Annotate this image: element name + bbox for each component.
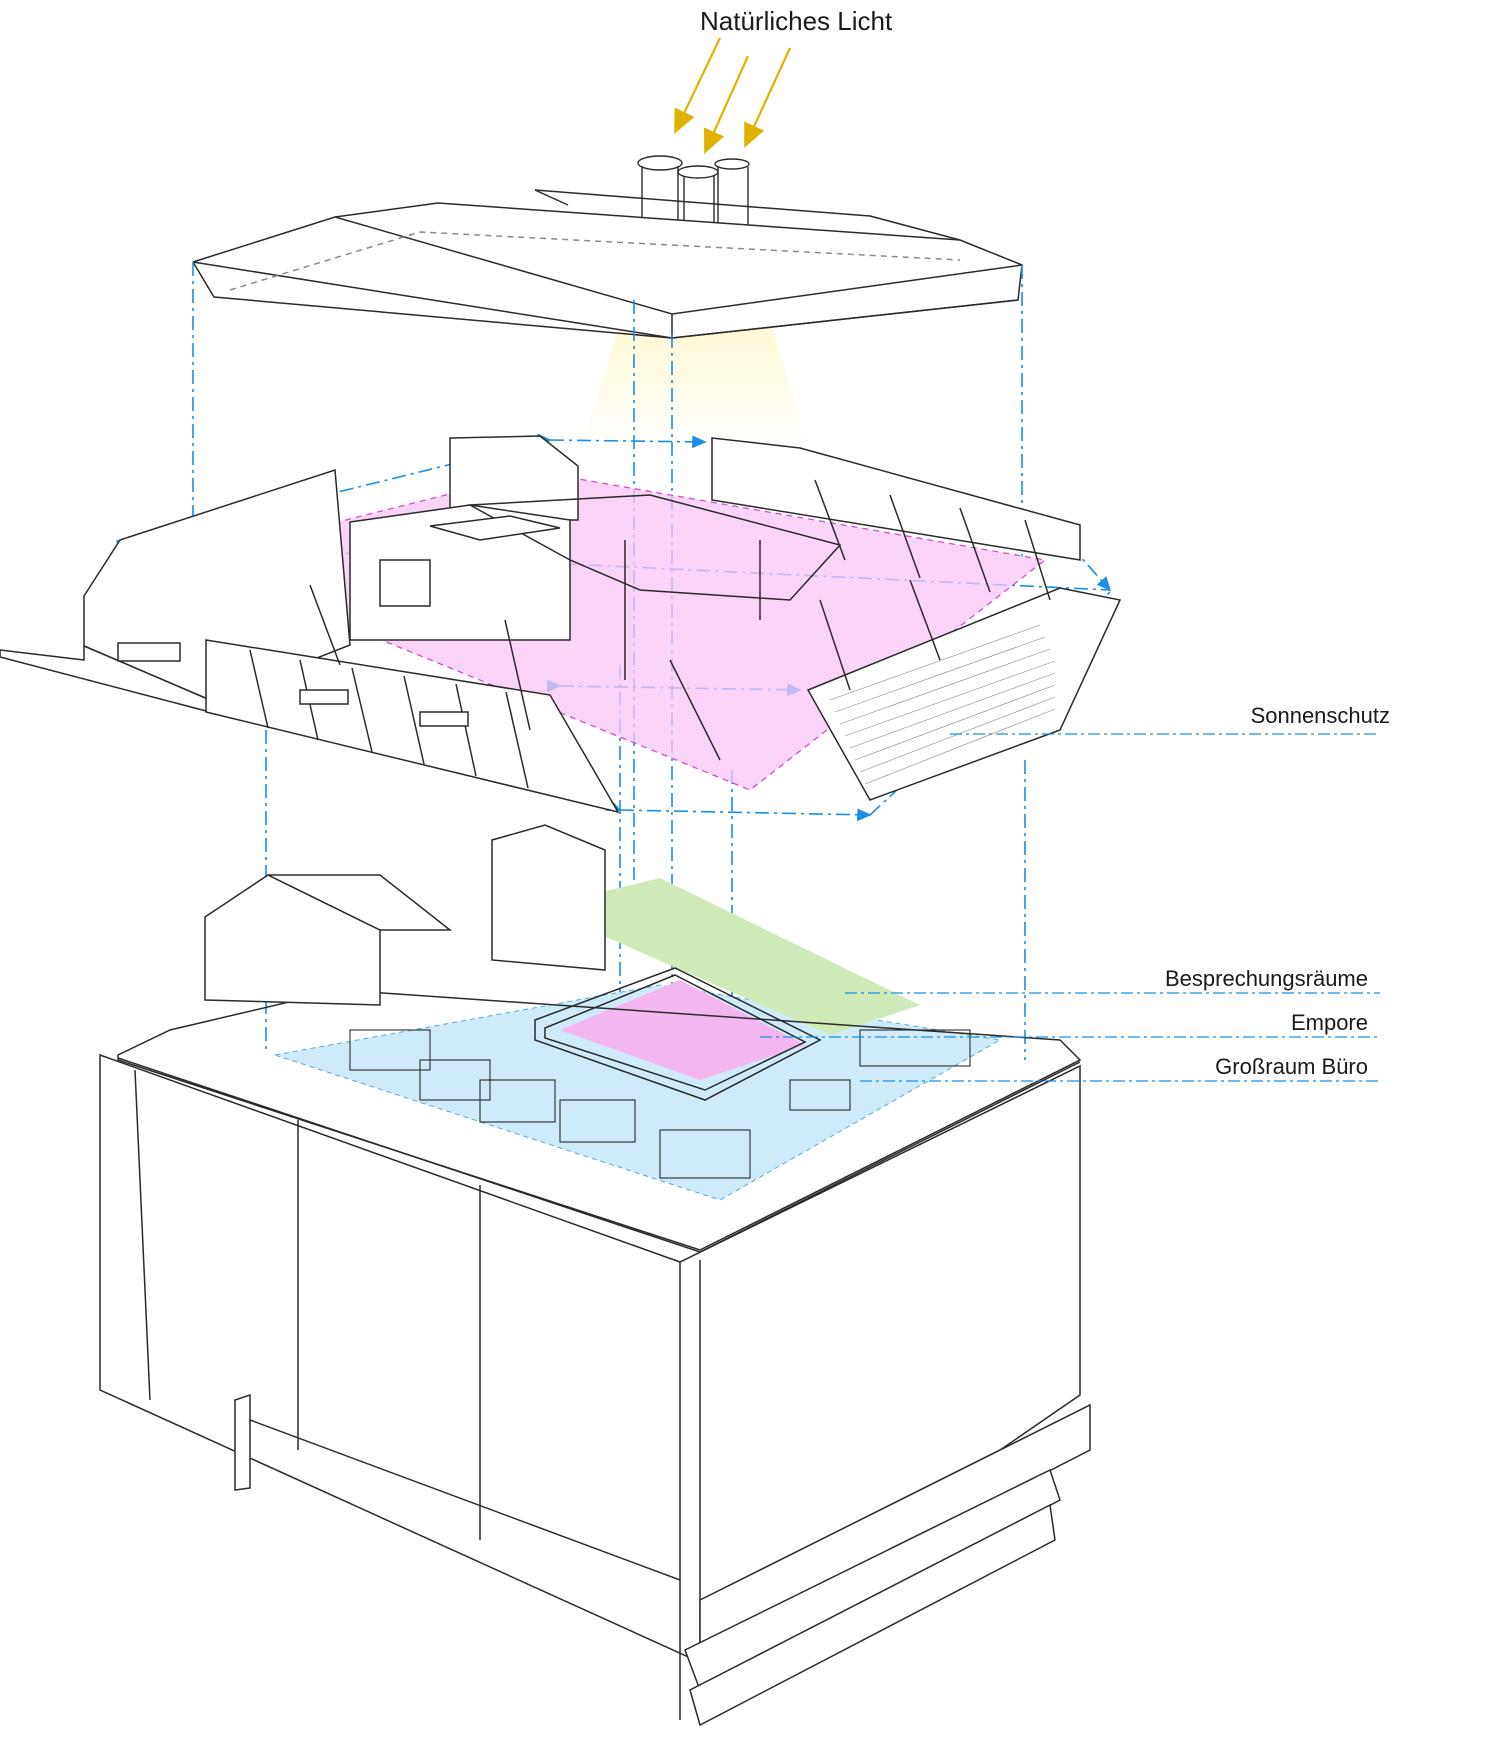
upper-floor — [0, 435, 1122, 814]
label-leaders — [760, 733, 1380, 1082]
label-meeting-rooms: Besprechungsräume — [1164, 966, 1368, 991]
lower-floor — [117, 824, 1082, 1271]
label-natural-light: Natürliches Licht — [700, 6, 893, 36]
natural-light-arrows — [674, 37, 791, 155]
label-open-office: Großraum Büro — [1215, 1054, 1368, 1079]
base-building — [99, 1053, 1091, 1727]
label-sun-protection: Sonnenschutz — [1250, 703, 1390, 728]
roof-slab — [192, 189, 1023, 339]
label-gallery: Empore — [1290, 1010, 1368, 1035]
